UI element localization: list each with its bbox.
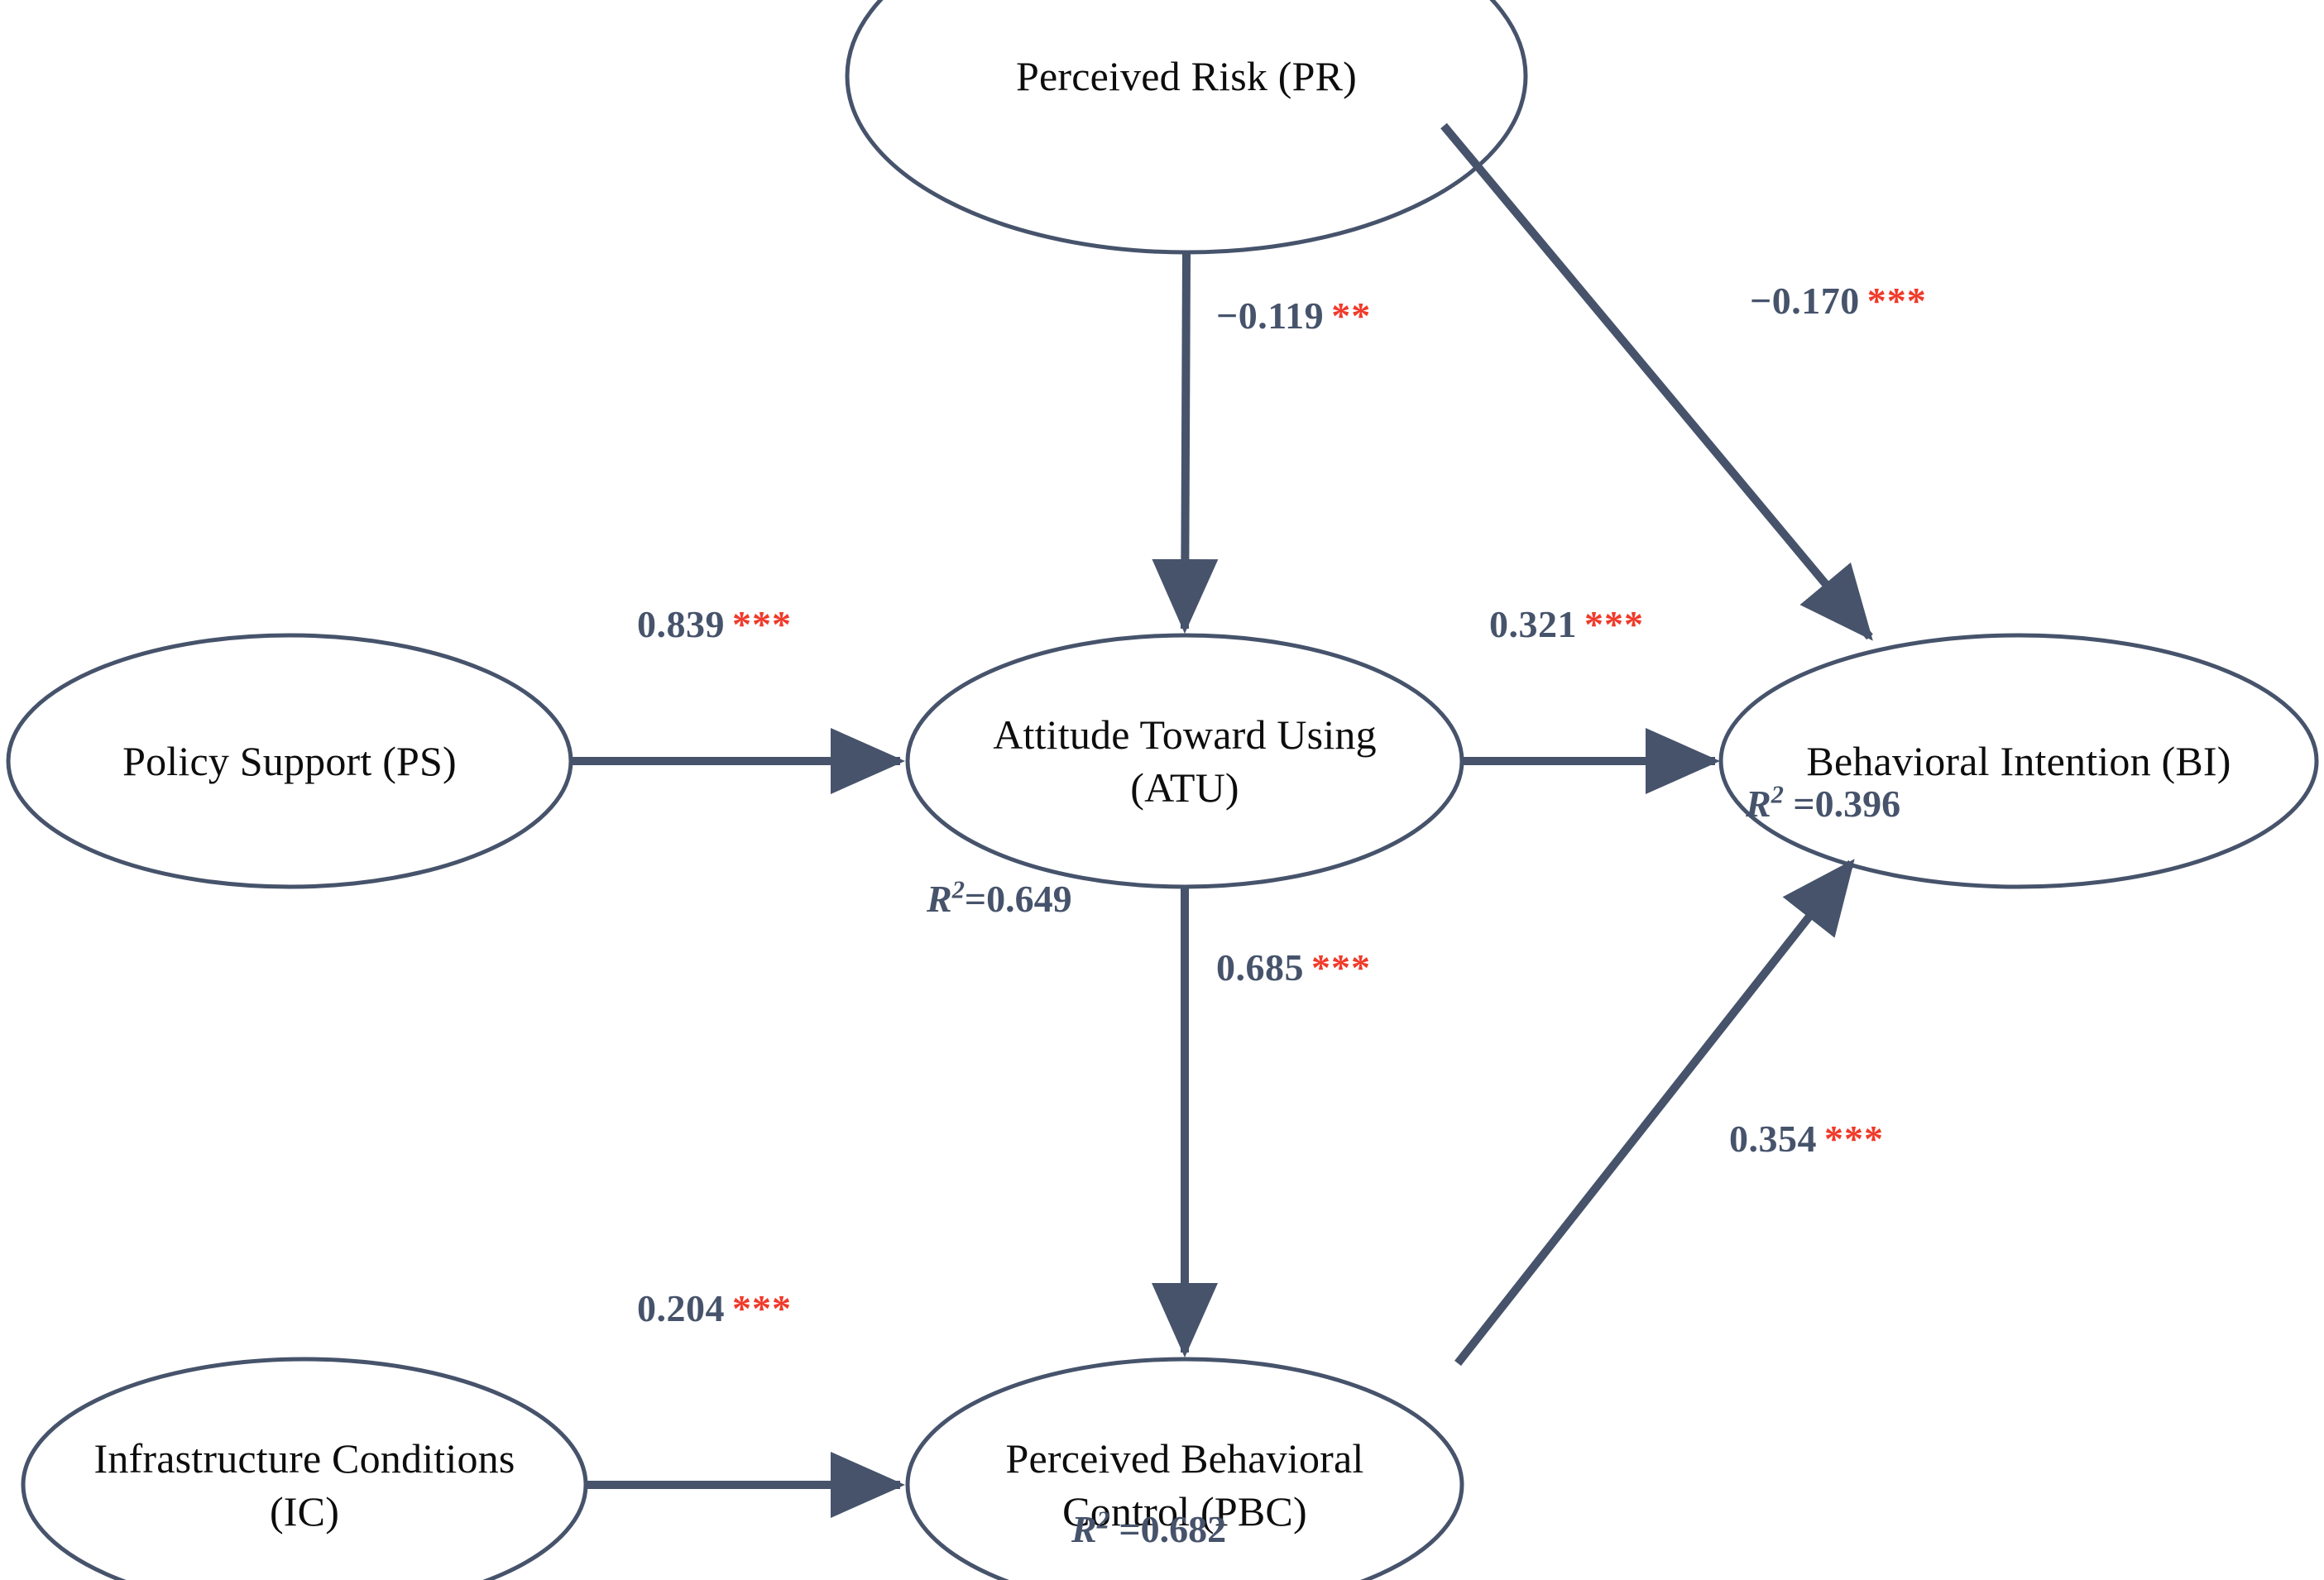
- path-arrow-pr-bi: [1440, 122, 1873, 641]
- coefficient-value-ic-pbc: 0.204: [637, 1287, 725, 1329]
- coefficient-value-pbc-bi: 0.354: [1729, 1118, 1817, 1160]
- r-squared-symbol-atu: R: [927, 878, 952, 920]
- significance-stars-atu-pbc: ***: [1311, 946, 1371, 989]
- significance-stars-pbc-bi: ***: [1824, 1118, 1884, 1160]
- coefficient-label-ps-atu: 0.839***: [637, 602, 792, 646]
- node-ellipse-pbc: [905, 1357, 1464, 1580]
- node-ellipse-bi: [1718, 633, 2319, 889]
- coefficient-label-pr-bi: −0.170***: [1750, 279, 1927, 323]
- significance-stars-ic-pbc: ***: [732, 1287, 792, 1329]
- r-squared-value-pbc: =0.682: [1109, 1508, 1227, 1550]
- coefficient-label-ic-pbc: 0.204***: [637, 1286, 792, 1330]
- r-squared-symbol-pbc: R: [1071, 1508, 1097, 1550]
- significance-stars-pr-atu: **: [1331, 294, 1372, 337]
- r-squared-exponent-bi: 2: [1771, 780, 1784, 809]
- node-ellipse-pr: [845, 0, 1528, 255]
- coefficient-value-atu-bi: 0.321: [1489, 603, 1577, 645]
- r-squared-value-bi: =0.396: [1783, 783, 1901, 825]
- r-squared-value-atu: =0.649: [964, 878, 1072, 920]
- coefficient-label-atu-bi: 0.321***: [1489, 602, 1644, 646]
- r-squared-exponent-pbc: 2: [1096, 1506, 1109, 1535]
- r-squared-exponent-atu: 2: [951, 875, 965, 904]
- coefficient-value-pr-atu: −0.119: [1216, 294, 1325, 337]
- node-ellipse-ps: [6, 633, 573, 889]
- node-ellipse-ic: [21, 1357, 588, 1580]
- path-arrow-pr-atu: [1152, 252, 1219, 634]
- r-squared-label-pbc: R2 =0.682: [1071, 1507, 1226, 1551]
- significance-stars-ps-atu: ***: [732, 603, 792, 645]
- significance-stars-pr-bi: ***: [1866, 280, 1927, 322]
- coefficient-label-pr-atu: −0.119**: [1216, 294, 1371, 338]
- r-squared-label-bi: R2 =0.396: [1746, 782, 1900, 826]
- significance-stars-atu-bi: ***: [1584, 603, 1644, 645]
- r-squared-label-atu: R2=0.649: [927, 877, 1072, 921]
- r-squared-symbol-bi: R: [1746, 783, 1771, 825]
- coefficient-label-atu-pbc: 0.685***: [1216, 946, 1371, 989]
- coefficient-value-atu-pbc: 0.685: [1216, 946, 1304, 989]
- coefficient-label-pbc-bi: 0.354***: [1729, 1117, 1884, 1161]
- path-arrow-pbc-bi: [1454, 859, 1855, 1367]
- coefficient-value-pr-bi: −0.170: [1750, 280, 1860, 322]
- coefficient-value-ps-atu: 0.839: [637, 603, 725, 645]
- node-ellipse-atu: [905, 633, 1464, 889]
